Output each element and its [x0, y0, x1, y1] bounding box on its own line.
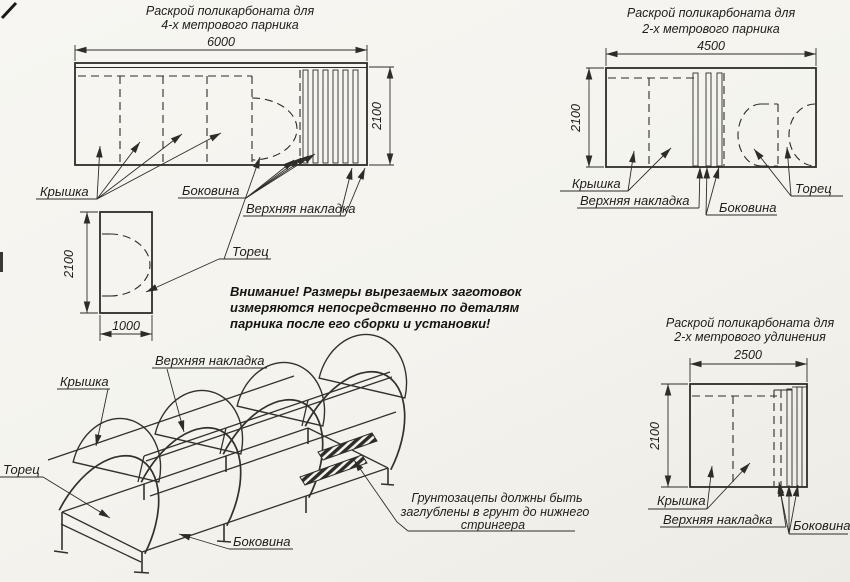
sheet-45m-end-label: Торец	[795, 181, 832, 196]
ground-anchor-hatching	[299, 432, 378, 486]
ground-note-line1: Грунтозацепы должны быть	[411, 491, 582, 505]
end-piece-dimensions	[80, 211, 153, 341]
sheet-45m-title-line2: 2-х метрового парника	[641, 22, 780, 36]
assembly-cover-lids	[72, 333, 408, 483]
sheet-45m-dimensions	[585, 48, 817, 168]
sheet-25m-title-line1: Раскрой поликарбоната для	[666, 316, 835, 330]
sheet-45m-cover-label: Крышка	[572, 176, 621, 191]
sheet-45m-height-dim: 2100	[569, 104, 583, 133]
sheet-6m-height-dim: 2100	[370, 102, 384, 131]
sheet-25m-cut-lines	[692, 390, 782, 486]
sheet-25m-side-label: Боковина	[793, 518, 850, 533]
sheet-45m-drawing: Раскрой поликарбоната для 2-х метрового …	[560, 6, 843, 216]
end-piece-width-dim: 1000	[112, 319, 140, 333]
sheet-6m-title-line2: 4-х метрового парника	[161, 18, 299, 32]
sheet-6m-drawing: Раскрой поликарбоната для 4-х метрового …	[36, 4, 394, 217]
sheet-6m-top-overlay-label: Верхняя накладка	[246, 201, 356, 216]
sheet-6m-end-arc	[251, 97, 298, 161]
sheet-45m-strips	[692, 72, 723, 167]
sheet-6m-cut-lines	[78, 70, 301, 164]
ground-note-line3: стрингера	[461, 518, 525, 532]
assembly-end-label: Торец	[3, 462, 40, 477]
ground-note-line2: заглублены в грунт до нижнего	[400, 505, 590, 519]
sheet-45m-leaders	[560, 146, 843, 216]
attention-line2: измеряются непосредственно по деталям	[230, 300, 520, 315]
end-piece-leaders	[145, 156, 271, 293]
attention-line1: Внимание! Размеры вырезаемых заготовок	[230, 284, 523, 299]
sheet-6m-strips	[302, 69, 359, 164]
sheet-25m-strips	[774, 386, 807, 488]
end-piece-drawing: 2100 1000 Торец	[62, 156, 271, 341]
attention-line3: парника после его сборки и установки!	[230, 316, 491, 331]
sheet-25m-top-overlay-label: Верхняя накладка	[663, 512, 773, 527]
greenhouse-assembly-drawing: Верхняя накладка Крышка Торец Боковина Г…	[0, 333, 590, 574]
sheet-45m-end-arc-1	[737, 103, 762, 167]
end-piece-label: Торец	[232, 244, 269, 259]
sheet-6m-width-dim: 6000	[207, 35, 235, 49]
sheet-6m-cover-label: Крышка	[40, 184, 89, 199]
sheet-25m-drawing: Раскрой поликарбоната для 2-х метрового …	[648, 316, 850, 535]
sheet-45m-side-label: Боковина	[719, 200, 776, 215]
assembly-cover-label: Крышка	[60, 374, 109, 389]
assembly-top-overlay-label: Верхняя накладка	[155, 353, 265, 368]
assembly-rails	[47, 371, 397, 563]
end-piece-arc	[109, 233, 151, 297]
sheet-25m-height-dim: 2100	[648, 422, 662, 451]
sheet-45m-outline	[605, 67, 817, 168]
attention-note: Внимание! Размеры вырезаемых заготовок и…	[230, 284, 523, 331]
sheet-25m-width-dim: 2500	[733, 348, 762, 362]
sheet-6m-outline	[74, 62, 368, 166]
sheet-25m-dimensions	[661, 358, 808, 488]
sheet-25m-cover-label: Крышка	[657, 493, 706, 508]
assembly-legs	[53, 428, 395, 574]
sheet-45m-width-dim: 4500	[697, 39, 725, 53]
sheet-25m-outline	[689, 383, 808, 488]
end-piece-outline	[99, 211, 153, 314]
sheet-45m-cut-lines	[608, 73, 816, 167]
sheet-6m-title-line1: Раскрой поликарбоната для	[146, 4, 315, 18]
sheet-25m-leaders	[648, 462, 848, 535]
sheet-6m-leaders	[36, 132, 366, 217]
assembly-leaders	[0, 367, 575, 550]
assembly-side-label: Боковина	[233, 534, 290, 549]
sheet-45m-title-line1: Раскрой поликарбоната для	[627, 6, 796, 20]
end-piece-height-dim: 2100	[62, 250, 76, 279]
sheet-6m-side-label: Боковина	[182, 183, 239, 198]
scan-artifacts	[0, 1, 18, 272]
sheet-25m-title-line2: 2-х метрового удлинения	[673, 330, 826, 344]
sheet-6m-dimensions	[74, 45, 394, 166]
sheet-45m-end-arc-2	[788, 103, 816, 167]
sheet-45m-top-overlay-label: Верхняя накладка	[580, 193, 690, 208]
assembly-hoops	[58, 370, 406, 555]
